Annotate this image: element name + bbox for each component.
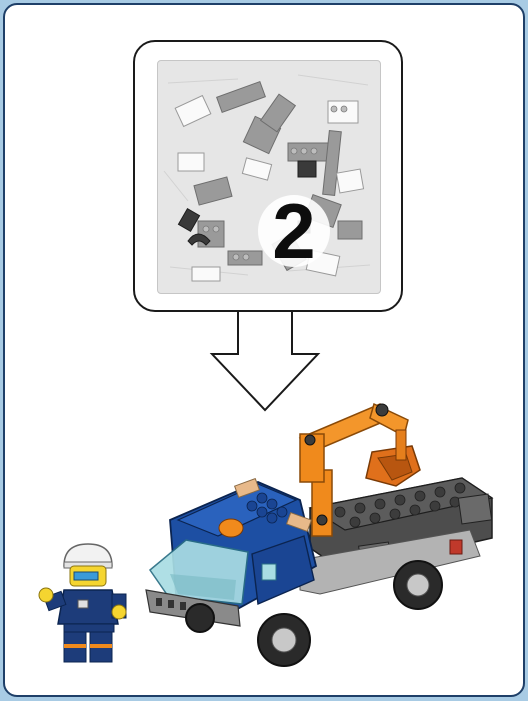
construction-worker-minifigure (0, 0, 528, 701)
